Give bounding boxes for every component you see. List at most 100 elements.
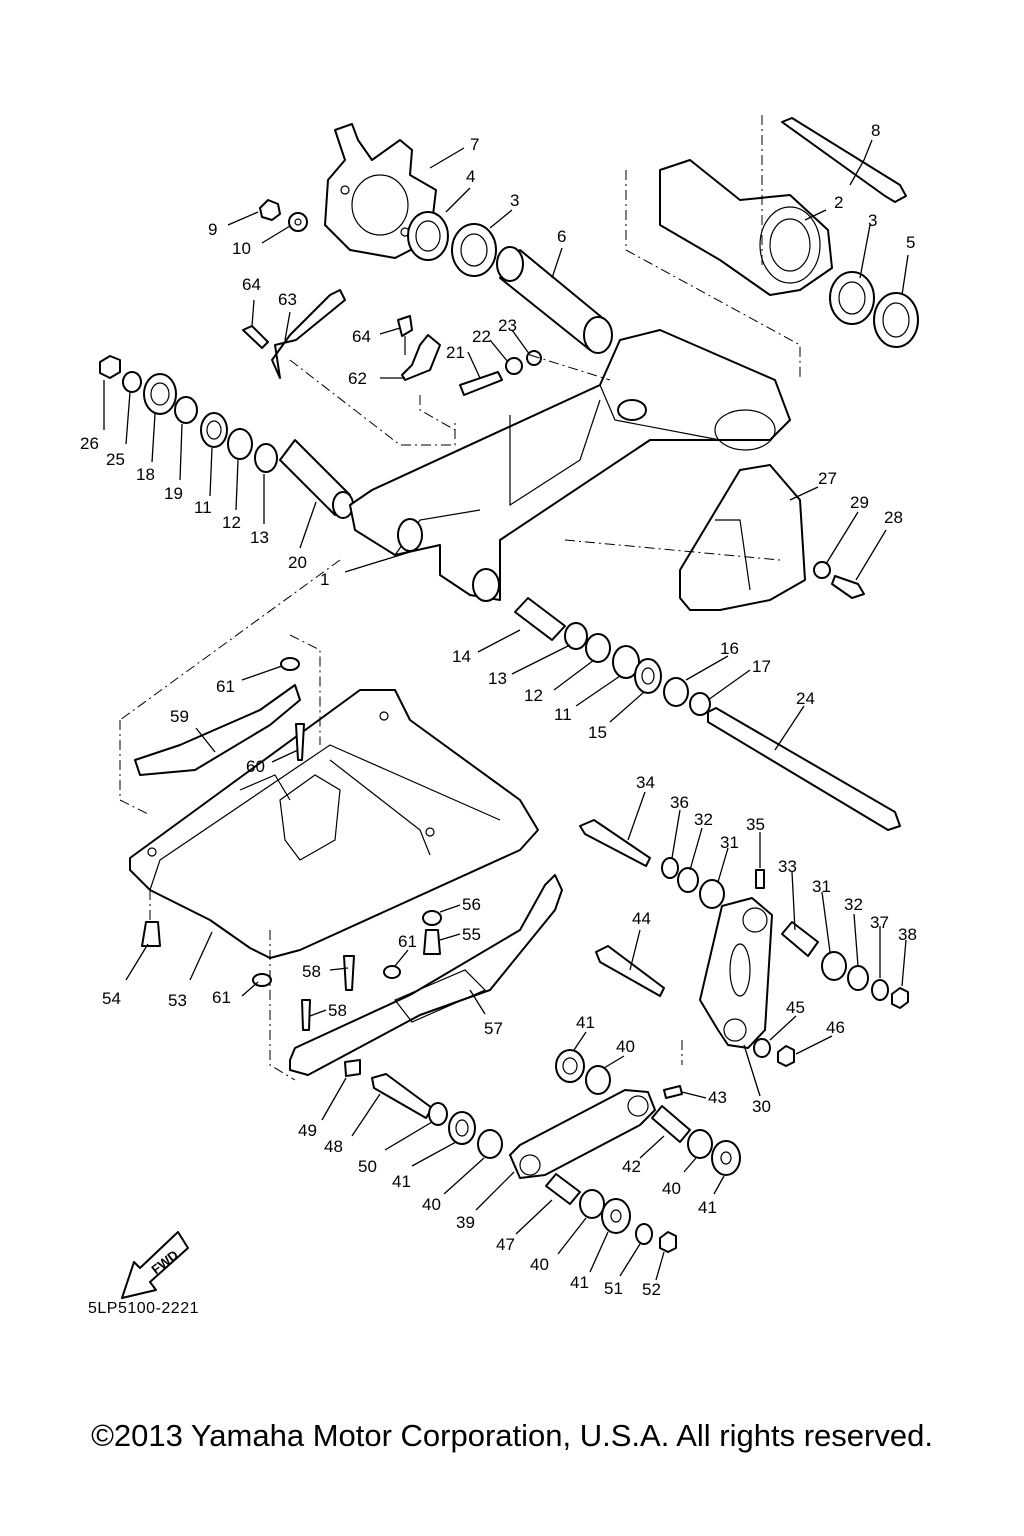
chain-slider-57 xyxy=(289,874,563,1076)
bearing-40c xyxy=(687,1129,713,1159)
callout-45: 45 xyxy=(786,998,805,1017)
bearing-40b xyxy=(477,1129,503,1159)
bolt-64a xyxy=(242,325,269,349)
callout-25: 25 xyxy=(106,450,125,469)
washer-16 xyxy=(663,677,689,707)
callout-41: 41 xyxy=(576,1013,595,1032)
callout-43: 43 xyxy=(708,1088,727,1107)
seal-13a xyxy=(254,443,278,473)
callout-61: 61 xyxy=(398,932,417,951)
callout-5: 5 xyxy=(906,233,915,252)
callout-52: 52 xyxy=(642,1280,661,1299)
callout-34: 34 xyxy=(636,773,655,792)
seal-32b xyxy=(847,965,869,991)
washer-45 xyxy=(753,1038,771,1058)
callout-48: 48 xyxy=(324,1137,343,1156)
callout-41: 41 xyxy=(570,1273,589,1292)
callout-17: 17 xyxy=(752,657,771,676)
callout-23: 23 xyxy=(498,316,517,335)
bolt-28 xyxy=(831,575,865,599)
callout-40: 40 xyxy=(662,1179,681,1198)
callout-3: 3 xyxy=(868,211,877,230)
seal-41c xyxy=(711,1140,741,1176)
callout-46: 46 xyxy=(826,1018,845,1037)
collar-12a xyxy=(227,428,253,460)
callout-49: 49 xyxy=(298,1121,317,1140)
washer-10 xyxy=(288,212,308,232)
collar-33 xyxy=(781,921,819,957)
callout-3: 3 xyxy=(510,191,519,210)
collar-14 xyxy=(514,597,566,641)
callout-10: 10 xyxy=(232,239,251,258)
callout-13: 13 xyxy=(250,528,269,547)
guide-62 xyxy=(401,334,441,381)
link-39 xyxy=(509,1089,656,1179)
collar-31a xyxy=(699,879,725,909)
copyright-notice: ©2013 Yamaha Motor Corporation, U.S.A. A… xyxy=(91,1418,933,1453)
callout-14: 14 xyxy=(452,647,471,666)
rivet-58a xyxy=(343,955,355,991)
callout-51: 51 xyxy=(604,1279,623,1298)
callout-26: 26 xyxy=(80,434,99,453)
rivet-58b xyxy=(301,999,311,1031)
callout-40: 40 xyxy=(530,1255,549,1274)
callout-24: 24 xyxy=(796,689,815,708)
callout-9: 9 xyxy=(208,220,217,239)
washer-29 xyxy=(813,561,831,579)
pipe-20 xyxy=(279,439,354,519)
callout-41: 41 xyxy=(392,1172,411,1191)
grommet-61a xyxy=(280,657,300,671)
nut-26 xyxy=(99,355,121,379)
seal-32a xyxy=(677,867,699,893)
collar-6 xyxy=(496,246,613,354)
skid-plate xyxy=(129,689,539,959)
callout-13: 13 xyxy=(488,669,507,688)
nut-52 xyxy=(659,1231,677,1253)
relay-arm-30 xyxy=(699,897,773,1049)
leader-lines xyxy=(103,139,909,1281)
washer-23 xyxy=(526,350,542,366)
bracket-7 xyxy=(324,123,437,259)
bolt-21 xyxy=(459,371,503,396)
callout-40: 40 xyxy=(422,1195,441,1214)
bearing-3b xyxy=(829,271,875,325)
seal-5 xyxy=(873,292,919,348)
washer-25 xyxy=(122,371,142,393)
bolt-64b xyxy=(397,315,413,355)
collar-12b xyxy=(585,633,611,663)
callout-35: 35 xyxy=(746,815,765,834)
nipple-35 xyxy=(755,869,765,889)
callout-63: 63 xyxy=(278,290,297,309)
callout-31: 31 xyxy=(812,877,831,896)
washer-36 xyxy=(661,857,679,879)
callout-50: 50 xyxy=(358,1157,377,1176)
callout-6: 6 xyxy=(557,227,566,246)
swingarm-1 xyxy=(349,329,791,602)
fwd-arrow-icon: FWD xyxy=(121,1231,189,1299)
nut-46 xyxy=(777,1045,795,1067)
callout-61: 61 xyxy=(212,988,231,1007)
callout-42: 42 xyxy=(622,1157,641,1176)
bearing-31b xyxy=(821,951,847,981)
bolt-34 xyxy=(579,819,651,867)
callout-62: 62 xyxy=(348,369,367,388)
callout-58: 58 xyxy=(302,962,321,981)
callout-30: 30 xyxy=(752,1097,771,1116)
callout-55: 55 xyxy=(462,925,481,944)
callout-60: 60 xyxy=(246,757,265,776)
callout-2: 2 xyxy=(834,193,843,212)
guide-lines xyxy=(119,115,801,1081)
callout-7: 7 xyxy=(470,135,479,154)
nut-9 xyxy=(259,199,281,221)
bearing-40d xyxy=(579,1189,605,1219)
washer-51 xyxy=(635,1223,653,1245)
callout-19: 19 xyxy=(164,484,183,503)
nut-22 xyxy=(505,357,523,375)
nipple-43 xyxy=(663,1085,683,1099)
grommet-61b xyxy=(383,965,401,979)
bearing-40a xyxy=(585,1065,611,1095)
diagram-code: 5LP5100-2221 xyxy=(88,1300,199,1317)
callout-64: 64 xyxy=(352,327,371,346)
callout-28: 28 xyxy=(884,508,903,527)
callout-12: 12 xyxy=(524,686,543,705)
